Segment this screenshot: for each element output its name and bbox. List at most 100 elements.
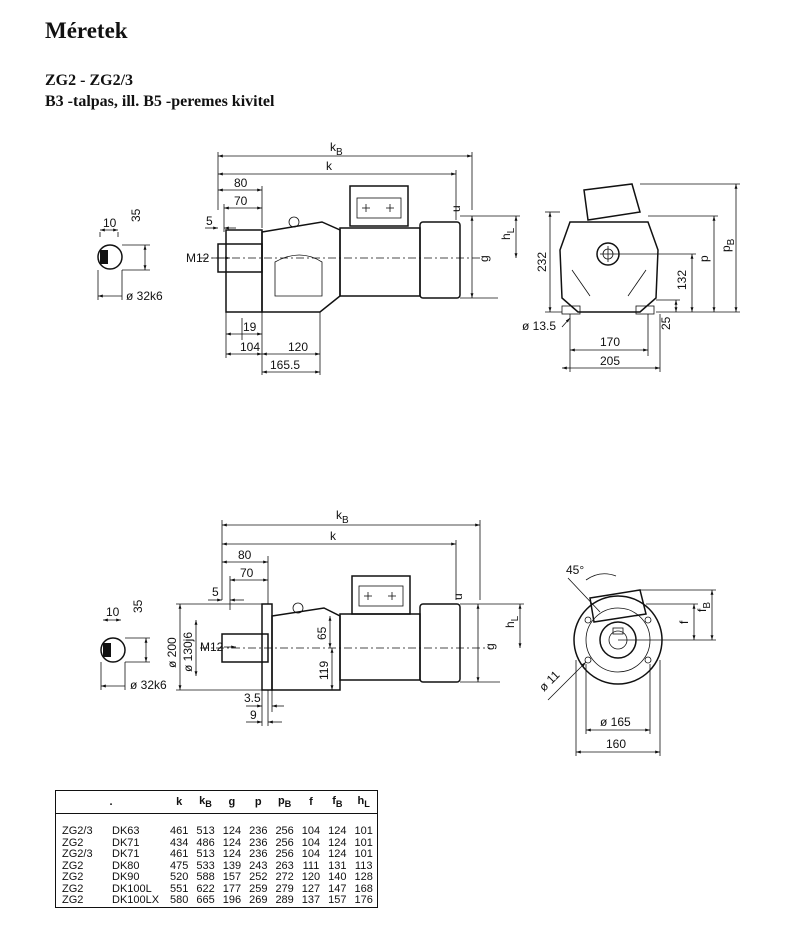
cell-series: ZG2/3 [62,848,93,861]
dim-kB: k [336,508,343,522]
cell-hL: 101 [354,836,373,849]
col-header-hL: hL [350,790,378,814]
svg-text:kB: kB [330,140,343,158]
col-header-kB: kB [192,790,219,814]
cell-motor: DK71 [112,848,140,861]
cell-pB: 256 [275,848,294,861]
col-header-model: . [55,790,166,814]
dim-35: 35 [131,599,145,613]
dim-70: 70 [240,566,254,580]
dim-9: 9 [250,708,257,722]
cell-pB: 256 [275,825,294,838]
cell-motor: DK100L [112,882,152,895]
cell-series: ZG2 [62,894,84,907]
cell-kB: 486 [196,836,215,849]
dim-f: f [677,620,691,624]
cell-pB: 289 [275,894,294,907]
cell-pB: 263 [275,859,294,872]
top-front-view: 232 pB p 132 25 ø 13.5 170 205 [522,183,740,372]
col-header-fB: fB [324,790,351,814]
dim-170: 170 [600,335,620,349]
table-header-row: . k kB g p pB f fB hL [55,790,378,814]
dim-k: k [326,159,333,173]
cell-hL: 113 [354,859,373,872]
dim-u: u [449,205,463,212]
cell-kB: 665 [196,894,215,907]
dim-25: 25 [659,316,673,330]
cell-motor: DK71 [112,836,140,849]
dim-232: 232 [535,252,549,272]
dim-10: 10 [103,216,117,230]
cell-f: 104 [301,836,321,849]
cell-k: 580 [170,894,189,907]
dim-pB: p [719,245,733,252]
dimensions-table: . k kB g p pB f fB hL ZG2/3 DK63 461 513 124… [55,790,378,908]
cell-g: 177 [222,882,242,895]
col-header-p: p [245,790,272,814]
bottom-front-view: 45° fB f ø 11 ø 165 160 [536,563,716,756]
dim-5: 5 [212,585,219,599]
cell-kB: 513 [196,848,215,861]
cell-g: 124 [222,836,242,849]
dim-u: u [451,593,465,600]
dim-119: 119 [317,661,331,680]
cell-kB: 588 [196,871,215,884]
dim-k: k [330,529,337,543]
cell-series: ZG2 [62,859,84,872]
dim-13-5: ø 13.5 [522,319,556,333]
cell-motor: DK100LX [112,894,160,907]
cell-fB: 124 [328,836,347,849]
dim-fB: f [695,608,709,612]
cell-fB: 124 [328,825,347,838]
cell-p: 259 [249,882,268,895]
svg-text:kB: kB [336,508,349,526]
dim-45-degrees: 45° [566,563,584,577]
cell-g: 157 [222,871,242,884]
bottom-side-view: kB k 80 70 5 M12 ø 200 ø 130j6 6 [165,508,524,726]
cell-pB: 279 [275,882,294,895]
cell-hL: 101 [354,825,373,838]
dim-kB: k [330,140,337,154]
svg-text:pB: pB [719,238,737,252]
dim-65: 65 [315,626,329,640]
cell-f: 104 [301,848,321,861]
cell-series: ZG2 [62,836,84,849]
cell-p: 236 [249,836,268,849]
cell-k: 434 [170,836,189,849]
cell-hL: 168 [354,882,373,895]
cell-g: 124 [222,848,242,861]
cell-f: 127 [301,882,321,895]
cell-fB: 131 [328,859,347,872]
cell-hL: 128 [354,871,373,884]
cell-series: ZG2 [62,882,84,895]
dim-g: g [477,255,491,262]
cell-pB: 256 [275,836,294,849]
cell-p: 236 [249,825,268,838]
svg-text:hL: hL [503,615,521,628]
dim-10: 10 [106,605,120,619]
dim-205: 205 [600,354,620,368]
cell-k: 461 [170,848,189,861]
bottom-shaft-detail: 10 35 ø 32k6 [100,599,167,692]
dim-5: 5 [206,214,213,228]
cell-k: 475 [170,859,189,872]
top-shaft-detail: 10 35 ø 32k6 [97,208,163,303]
dim-35: 35 [129,208,143,222]
cell-k: 520 [170,871,189,884]
cell-motor: DK63 [112,825,140,838]
dim-165-5: 165.5 [270,358,300,372]
cell-fB: 157 [328,894,347,907]
dim-160: 160 [606,737,626,751]
top-side-view: kB k 80 70 5 M12 g hL [186,140,520,375]
dim-shaft-diameter: ø 32k6 [130,678,167,692]
cell-hL: 101 [354,848,373,861]
cell-g: 139 [222,859,242,872]
dim-p: p [697,255,711,262]
page-title: Méretek [45,18,128,43]
